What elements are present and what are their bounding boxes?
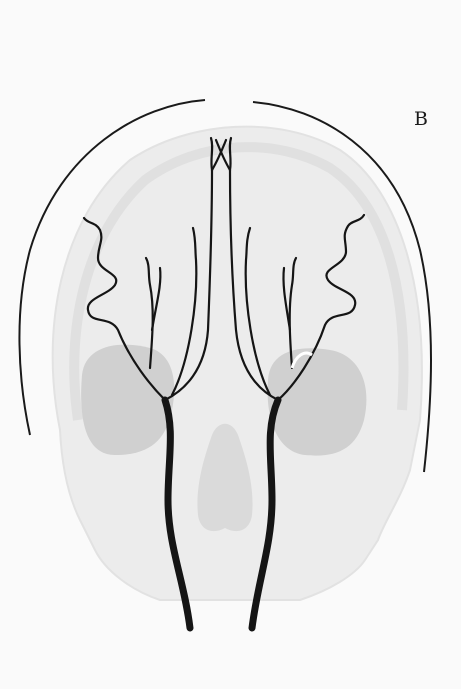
panel-label: B bbox=[414, 110, 428, 129]
right-orbit bbox=[268, 348, 367, 455]
